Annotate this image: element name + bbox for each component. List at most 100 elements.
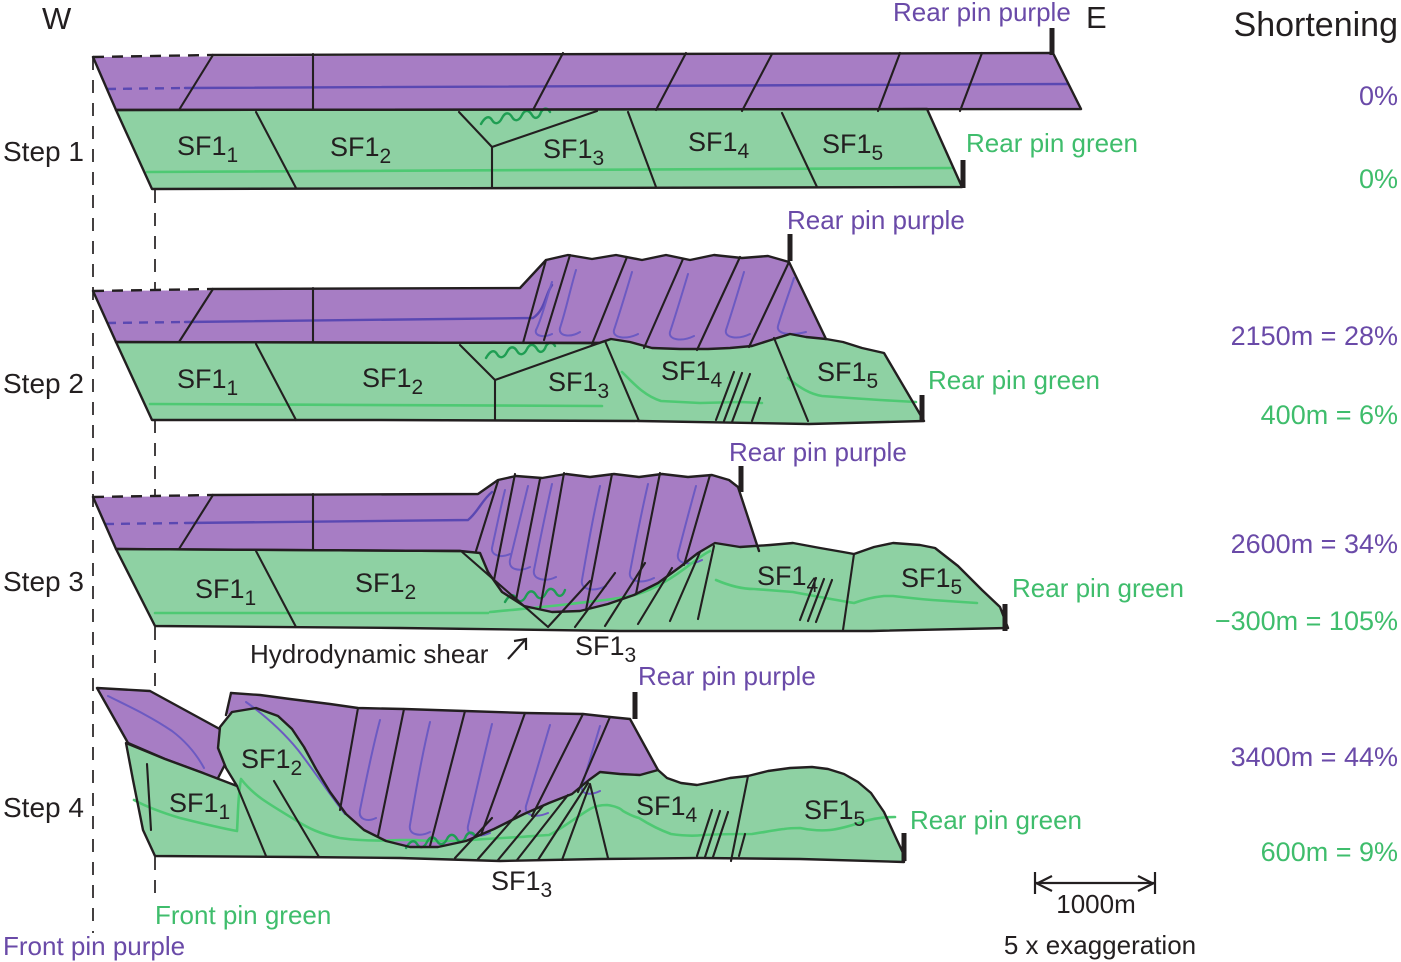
sf-label-subscript: 2 xyxy=(380,145,392,168)
sf-label-subscript: 3 xyxy=(541,879,553,902)
sf-label-subscript: 1 xyxy=(227,377,239,400)
step4-block-sf1-2: SF12 xyxy=(241,744,302,780)
step3-rear-pin-green-label: Rear pin green xyxy=(1012,573,1184,603)
sf-label-subscript: 5 xyxy=(951,576,963,599)
scale-bar: 1000m 5 x exaggeration xyxy=(1004,872,1196,960)
sf-label-main: SF1 xyxy=(169,788,219,818)
sf-label-subscript: 5 xyxy=(867,370,879,393)
step2-shortening-purple: 2150m = 28% xyxy=(1231,321,1398,351)
step1-purple-faults xyxy=(177,51,984,113)
step2-purple-outline-top xyxy=(211,253,828,341)
step4-shortening-purple: 3400m = 44% xyxy=(1231,742,1398,772)
step3-block-sf1-3: SF13 xyxy=(575,631,636,667)
step4-block-sf1-3: SF13 xyxy=(491,866,552,902)
sf-label-main: SF1 xyxy=(817,357,867,387)
step4-block-sf1-5: SF15 xyxy=(804,795,865,831)
step3-green-faults xyxy=(254,544,856,632)
sf-label-subscript: 3 xyxy=(625,644,637,667)
sf-label-main: SF1 xyxy=(330,132,380,162)
sf-label-main: SF1 xyxy=(661,356,711,386)
step3-shortening-purple: 2600m = 34% xyxy=(1231,529,1398,559)
step2-shortening-green: 400m = 6% xyxy=(1261,400,1398,430)
step3-purple-faults xyxy=(177,471,712,612)
step4-rear-pin-green-label: Rear pin green xyxy=(910,805,1082,835)
sf-label-subscript: 4 xyxy=(738,140,750,163)
step4-purple-fold-horizons xyxy=(245,701,601,837)
east-label: E xyxy=(1086,0,1107,35)
step3-label: Step 3 xyxy=(3,566,84,597)
step3-block-sf1-2: SF12 xyxy=(355,568,416,604)
step4-purple-stack-left-edge xyxy=(224,691,233,717)
step3-purple-outline-dashed xyxy=(92,493,214,499)
sf-label-main: SF1 xyxy=(804,795,854,825)
step1-shortening-purple: 0% xyxy=(1359,81,1398,111)
step1-green-horizon xyxy=(145,166,955,174)
sf-label-subscript: 2 xyxy=(405,581,417,604)
sf-label-main: SF1 xyxy=(195,574,245,604)
front-pin-green-label: Front pin green xyxy=(155,900,331,930)
shortening-heading: Shortening xyxy=(1234,6,1398,44)
step1-block-sf1-3: SF13 xyxy=(543,134,604,170)
step4-block-sf1-1: SF11 xyxy=(169,788,230,824)
sf-label-main: SF1 xyxy=(636,791,686,821)
sf-label-main: SF1 xyxy=(241,744,291,774)
step1-label: Step 1 xyxy=(3,136,84,167)
step2-green-faults xyxy=(254,336,810,424)
step3-purple-outline-top xyxy=(211,472,761,553)
step1-section: Step 1 Rear pin purple Rear pin green SF… xyxy=(3,0,1138,191)
sf-label-subscript: 2 xyxy=(291,757,303,780)
step3-green-band xyxy=(116,543,1008,631)
step1-purple-band xyxy=(93,53,1081,110)
sf-label-main: SF1 xyxy=(177,131,227,161)
step3-block-sf1-4: SF14 xyxy=(757,561,819,597)
step3-block-sf1-5: SF15 xyxy=(901,563,962,599)
sf-label-main: SF1 xyxy=(757,561,807,591)
sf-label-subscript: 5 xyxy=(854,808,866,831)
step2-purple-fold-horizons xyxy=(534,269,807,341)
sf-label-subscript: 2 xyxy=(412,376,424,399)
scale-bar-label: 1000m xyxy=(1056,889,1136,919)
sf-label-main: SF1 xyxy=(548,367,598,397)
sf-label-main: SF1 xyxy=(688,127,738,157)
shortening-values: 0% 0% 2150m = 28% 400m = 6% 2600m = 34% … xyxy=(1215,81,1398,867)
step3-shortening-green: −300m = 105% xyxy=(1215,606,1398,636)
step4-section: Step 4 Rear pin purple Rear pin green SF… xyxy=(3,661,1082,902)
sf-label-subscript: 1 xyxy=(227,144,239,167)
sf-label-main: SF1 xyxy=(362,363,412,393)
sf-label-subscript: 3 xyxy=(598,380,610,403)
step1-block-sf1-5: SF15 xyxy=(822,129,883,165)
step4-shear-squiggle xyxy=(404,831,477,850)
step4-purple-sliver xyxy=(97,688,238,782)
sf-label-main: SF1 xyxy=(575,631,625,661)
step2-green-outline xyxy=(114,332,926,426)
step3-rear-pin-purple-label: Rear pin purple xyxy=(729,437,907,467)
sf-label-main: SF1 xyxy=(355,568,405,598)
scale-bar-right-arrowhead xyxy=(1137,875,1156,892)
step2-block-sf1-2: SF12 xyxy=(362,363,423,399)
sf-label-main: SF1 xyxy=(491,866,541,896)
exaggeration-label: 5 x exaggeration xyxy=(1004,930,1196,960)
step4-green-faults xyxy=(145,762,750,863)
hydrodynamic-shear-arrow xyxy=(507,639,526,660)
step4-block-sf1-4: SF14 xyxy=(636,791,698,827)
step1-purple-outline-dashed xyxy=(92,53,214,59)
step3-purple-horizon-dashed xyxy=(104,521,186,526)
step1-purple-outline xyxy=(91,51,1083,112)
sf-label-subscript: 1 xyxy=(219,801,231,824)
step2-purple-outline-dashed xyxy=(92,287,214,293)
sf-label-subscript: 1 xyxy=(245,587,257,610)
step4-green-mass xyxy=(126,708,904,862)
step1-purple-horizon-dashed xyxy=(106,86,186,91)
step4-purple-sliver-horizon xyxy=(107,695,205,769)
step1-shortening-green: 0% xyxy=(1359,164,1398,194)
scale-bar-left-arrowhead xyxy=(1034,875,1053,892)
step1-rear-pin-purple-label: Rear pin purple xyxy=(893,0,1071,27)
sf-label-subscript: 5 xyxy=(872,142,884,165)
sf-label-main: SF1 xyxy=(901,563,951,593)
step4-purple-stack xyxy=(226,693,658,847)
step1-rear-pin-green-label: Rear pin green xyxy=(966,128,1138,158)
step2-shear-squiggle xyxy=(484,341,557,360)
step1-green-faults xyxy=(254,109,819,190)
step4-shortening-green: 600m = 9% xyxy=(1261,837,1398,867)
